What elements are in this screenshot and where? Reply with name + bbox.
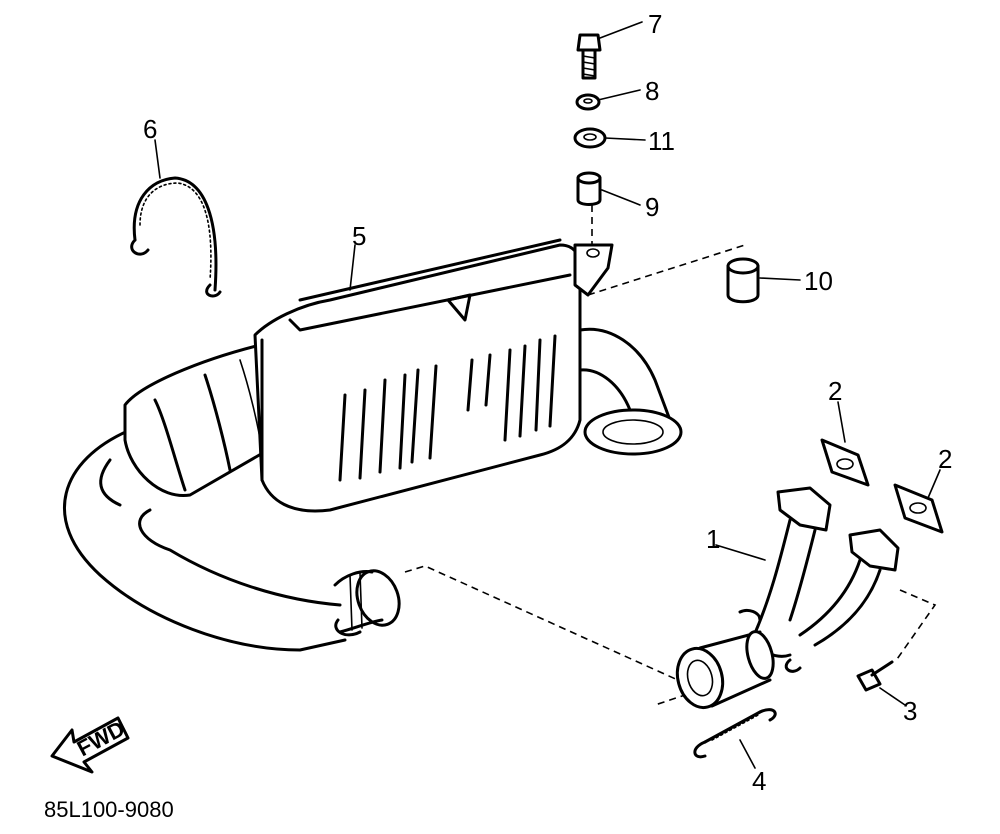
callout-1: 1 <box>706 524 720 554</box>
bolt-part-3 <box>856 660 894 692</box>
bolt-part-7 <box>576 33 602 80</box>
washer-part-8 <box>575 93 601 111</box>
collar-part-9 <box>576 171 602 206</box>
callout-2b: 2 <box>938 444 952 474</box>
callout-5: 5 <box>352 221 366 251</box>
leader-lines <box>154 21 941 769</box>
muffler-assembly <box>62 238 683 652</box>
callout-numbers: 7 8 11 9 10 5 6 2 2 1 3 4 <box>143 9 952 796</box>
callout-7: 7 <box>648 9 662 39</box>
callout-11: 11 <box>648 126 675 156</box>
spring-part-6 <box>130 176 222 298</box>
fwd-arrow-icon: FWD <box>50 716 130 774</box>
callout-2a: 2 <box>828 376 842 406</box>
callout-8: 8 <box>645 76 659 106</box>
callout-9: 9 <box>645 192 659 222</box>
spring-part-4 <box>693 708 777 759</box>
callout-4: 4 <box>752 766 766 796</box>
callout-3: 3 <box>903 696 917 726</box>
gasket-part-2-a <box>820 438 870 487</box>
part-code: 85L100-9080 <box>44 797 174 822</box>
callout-6: 6 <box>143 114 157 144</box>
exhaust-pipe-part-1 <box>675 486 900 710</box>
callout-10: 10 <box>804 266 833 296</box>
assembly-guide-lines <box>404 205 937 706</box>
washer-part-11 <box>573 127 607 149</box>
gasket-part-2-b <box>893 483 944 534</box>
damper-part-10 <box>726 257 760 304</box>
